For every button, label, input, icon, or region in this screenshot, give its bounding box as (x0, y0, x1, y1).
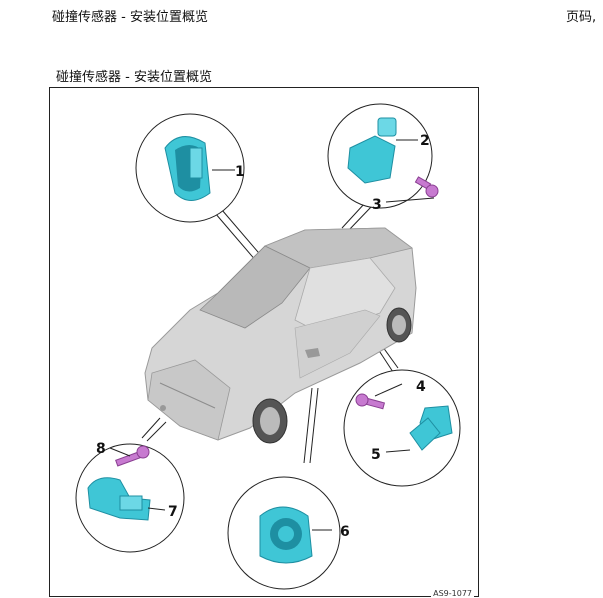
crash-sensor-illustration: 1 2 3 4 5 6 7 8 (75, 103, 461, 590)
callout-7: 7 (168, 504, 178, 520)
document-title: 碰撞传感器 - 安装位置概览 (52, 10, 208, 25)
detail-circle-6 (227, 476, 341, 590)
callout-2: 2 (420, 133, 430, 149)
page-number-label: 页码, (566, 10, 597, 25)
detail-circle-2-3 (327, 103, 439, 209)
callout-6: 6 (340, 524, 350, 540)
callout-4: 4 (416, 379, 426, 395)
callout-1: 1 (235, 164, 245, 180)
figure-frame: 1 2 3 4 5 6 7 8 AS9-1077 (49, 87, 479, 598)
car-illustration (144, 227, 417, 444)
detail-circle-4-5 (343, 369, 461, 487)
callout-3: 3 (372, 197, 382, 213)
figure-id: AS9-1077 (431, 589, 474, 598)
figure-caption: 碰撞传感器 - 安装位置概览 (56, 70, 212, 85)
callout-5: 5 (371, 447, 381, 463)
detail-circle-7-8 (75, 443, 185, 553)
callout-8: 8 (96, 441, 106, 457)
detail-circle-1 (135, 113, 245, 223)
